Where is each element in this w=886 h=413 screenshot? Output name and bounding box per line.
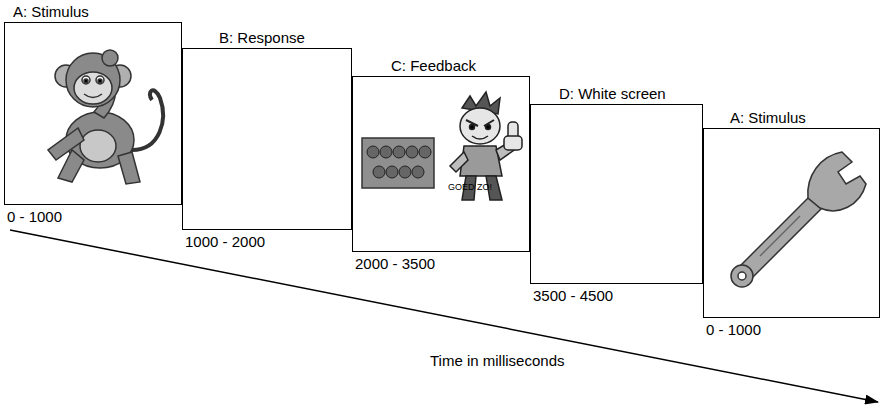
phase-heading: C: Feedback <box>389 57 478 75</box>
phase-heading: D: White screen <box>557 85 668 103</box>
screen-frame: A: Stimulus0 - 1000 <box>4 22 182 205</box>
feedback-text: GOED ZO! <box>448 182 492 192</box>
phase-heading: B: Response <box>217 29 307 47</box>
phase-heading: A: Stimulus <box>728 109 808 127</box>
screen-frame: D: White screen3500 - 4500 <box>530 104 703 284</box>
time-range: 1000 - 2000 <box>183 233 267 251</box>
coins-panel <box>362 138 434 188</box>
screen-frame: B: Response1000 - 2000 <box>182 48 352 230</box>
screen-frame: C: Feedback2000 - 3500 <box>352 76 530 252</box>
phase-heading: A: Stimulus <box>11 3 91 21</box>
time-arrow <box>10 230 878 402</box>
axis-label: Time in milliseconds <box>430 352 564 369</box>
time-range: 0 - 1000 <box>5 208 64 226</box>
time-range: 3500 - 4500 <box>531 287 615 305</box>
wrench-picture <box>731 152 866 287</box>
monkey-picture <box>48 50 163 184</box>
time-range: 2000 - 3500 <box>353 255 437 273</box>
screen-frame: A: Stimulus0 - 1000 <box>703 128 880 318</box>
time-range: 0 - 1000 <box>704 321 763 339</box>
